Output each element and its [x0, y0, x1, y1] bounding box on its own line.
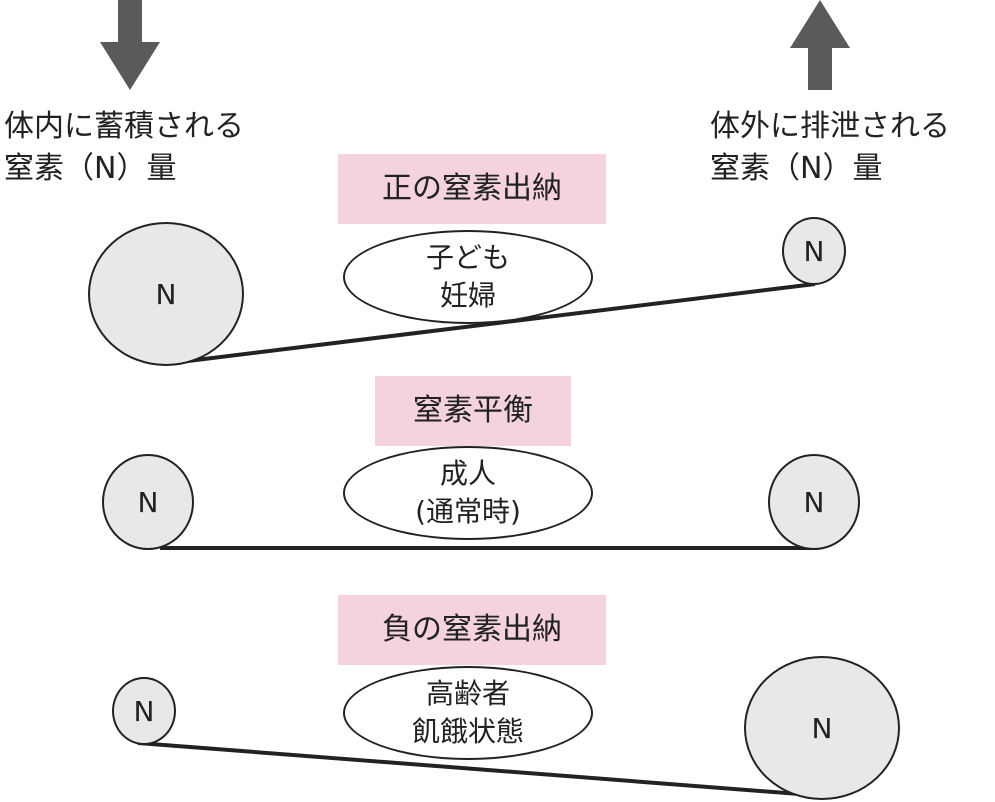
arrow-up-icon [790, 0, 850, 90]
group-line1: 高齢者 [425, 677, 510, 710]
category-positive-balance: 正の窒素出納 [338, 154, 606, 224]
group-line1: 成人 [439, 457, 496, 490]
group-line1: 子ども [425, 241, 510, 274]
excretion-label-line2: 窒素（N）量 [710, 151, 883, 186]
intake-label-line2: 窒素（N）量 [4, 151, 177, 186]
group-adults-normal: 成人 (通常時) [343, 446, 593, 540]
group-line2: 飢餓状態 [411, 715, 524, 748]
group-line2: 妊婦 [439, 279, 496, 312]
intake-nitrogen-circle-small: N [112, 677, 176, 745]
intake-nitrogen-circle-medium: N [102, 454, 194, 550]
arrow-down-icon [100, 0, 160, 90]
category-equilibrium: 窒素平衡 [375, 376, 571, 446]
excretion-nitrogen-circle-medium: N [768, 454, 860, 550]
group-line2: (通常時) [415, 495, 521, 528]
circle-label: N [803, 485, 825, 519]
circle-label: N [137, 485, 159, 519]
intake-nitrogen-circle-large: N [88, 222, 244, 366]
circle-label: N [155, 277, 177, 311]
group-children-pregnant: 子ども 妊婦 [343, 230, 593, 324]
circle-label: N [803, 234, 825, 268]
excretion-nitrogen-circle-small: N [782, 217, 846, 285]
circle-label: N [133, 694, 155, 728]
circle-label: N [811, 711, 833, 745]
excretion-label: 体外に排泄される 窒素（N）量 [710, 106, 950, 190]
group-elderly-starvation: 高齢者 飢餓状態 [343, 666, 593, 760]
intake-label: 体内に蓄積される 窒素（N）量 [4, 106, 244, 190]
excretion-nitrogen-circle-large: N [744, 656, 900, 800]
category-negative-balance: 負の窒素出納 [338, 595, 606, 665]
intake-label-line1: 体内に蓄積される [4, 109, 244, 144]
excretion-label-line1: 体外に排泄される [710, 109, 950, 144]
